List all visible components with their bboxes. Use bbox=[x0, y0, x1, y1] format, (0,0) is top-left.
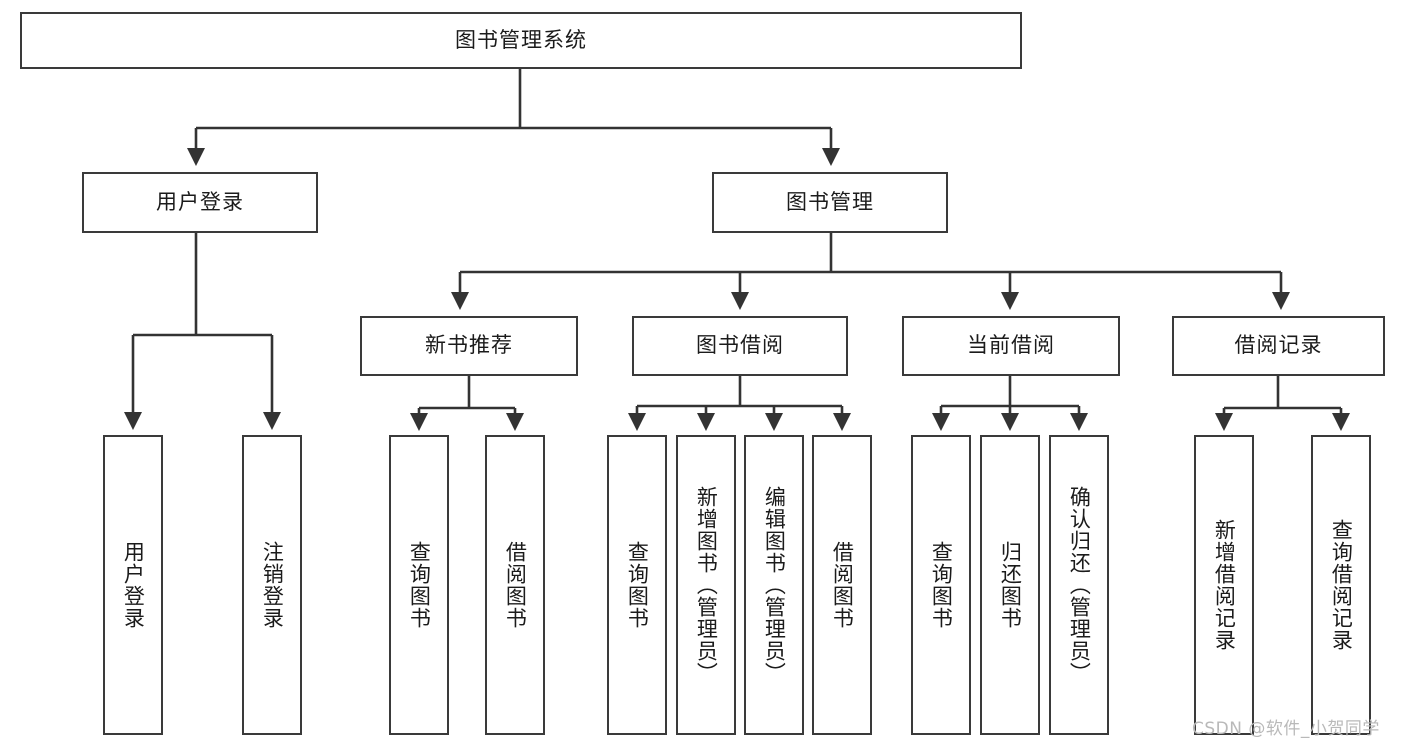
leaf-user-login-0[interactable]: 用户登录 bbox=[103, 435, 163, 735]
node-root[interactable]: 图书管理系统 bbox=[20, 12, 1022, 69]
leaf-label: 新增借阅记录 bbox=[1212, 519, 1237, 651]
leaf-user-login-1[interactable]: 注销登录 bbox=[242, 435, 302, 735]
leaf-label: 用户登录 bbox=[121, 541, 146, 629]
leaf-label: 查询借阅记录 bbox=[1329, 519, 1354, 651]
node-new-book-recommend[interactable]: 新书推荐 bbox=[360, 316, 578, 376]
node-book-manage[interactable]: 图书管理 bbox=[712, 172, 948, 233]
node-current-borrow[interactable]: 当前借阅 bbox=[902, 316, 1120, 376]
leaf-label: 查询图书 bbox=[625, 541, 650, 629]
leaf-book-borrow-1[interactable]: 新增图书（管理员） bbox=[676, 435, 736, 735]
node-book-borrow[interactable]: 图书借阅 bbox=[632, 316, 848, 376]
leaf-label: 借阅图书 bbox=[830, 541, 855, 629]
node-book-borrow-label: 图书借阅 bbox=[696, 333, 784, 358]
leaf-new-book-recommend-1[interactable]: 借阅图书 bbox=[485, 435, 545, 735]
csdn-watermark: CSDN @软件_小贺同学 bbox=[1192, 719, 1380, 739]
leaf-label: 查询图书 bbox=[929, 541, 954, 629]
node-borrow-record[interactable]: 借阅记录 bbox=[1172, 316, 1385, 376]
leaf-label: 新增图书（管理员） bbox=[694, 486, 719, 684]
leaf-new-book-recommend-0[interactable]: 查询图书 bbox=[389, 435, 449, 735]
leaf-book-borrow-2[interactable]: 编辑图书（管理员） bbox=[744, 435, 804, 735]
leaf-label: 借阅图书 bbox=[503, 541, 528, 629]
node-book-manage-label: 图书管理 bbox=[786, 189, 874, 214]
leaf-label: 归还图书 bbox=[998, 541, 1023, 629]
node-new-book-recommend-label: 新书推荐 bbox=[425, 333, 513, 358]
leaf-book-borrow-0[interactable]: 查询图书 bbox=[607, 435, 667, 735]
leaf-current-borrow-1[interactable]: 归还图书 bbox=[980, 435, 1040, 735]
leaf-current-borrow-0[interactable]: 查询图书 bbox=[911, 435, 971, 735]
node-borrow-record-label: 借阅记录 bbox=[1234, 333, 1323, 358]
leaf-borrow-record-0[interactable]: 新增借阅记录 bbox=[1194, 435, 1254, 735]
leaf-label: 编辑图书（管理员） bbox=[762, 486, 787, 684]
node-current-borrow-label: 当前借阅 bbox=[967, 333, 1055, 358]
node-user-login-label: 用户登录 bbox=[156, 189, 244, 214]
leaf-label: 查询图书 bbox=[407, 541, 432, 629]
leaf-book-borrow-3[interactable]: 借阅图书 bbox=[812, 435, 872, 735]
leaf-label: 确认归还（管理员） bbox=[1067, 486, 1092, 684]
leaf-current-borrow-2[interactable]: 确认归还（管理员） bbox=[1049, 435, 1109, 735]
node-user-login[interactable]: 用户登录 bbox=[82, 172, 318, 233]
leaf-label: 注销登录 bbox=[260, 541, 285, 629]
node-root-label: 图书管理系统 bbox=[455, 27, 587, 52]
leaf-borrow-record-1[interactable]: 查询借阅记录 bbox=[1311, 435, 1371, 735]
